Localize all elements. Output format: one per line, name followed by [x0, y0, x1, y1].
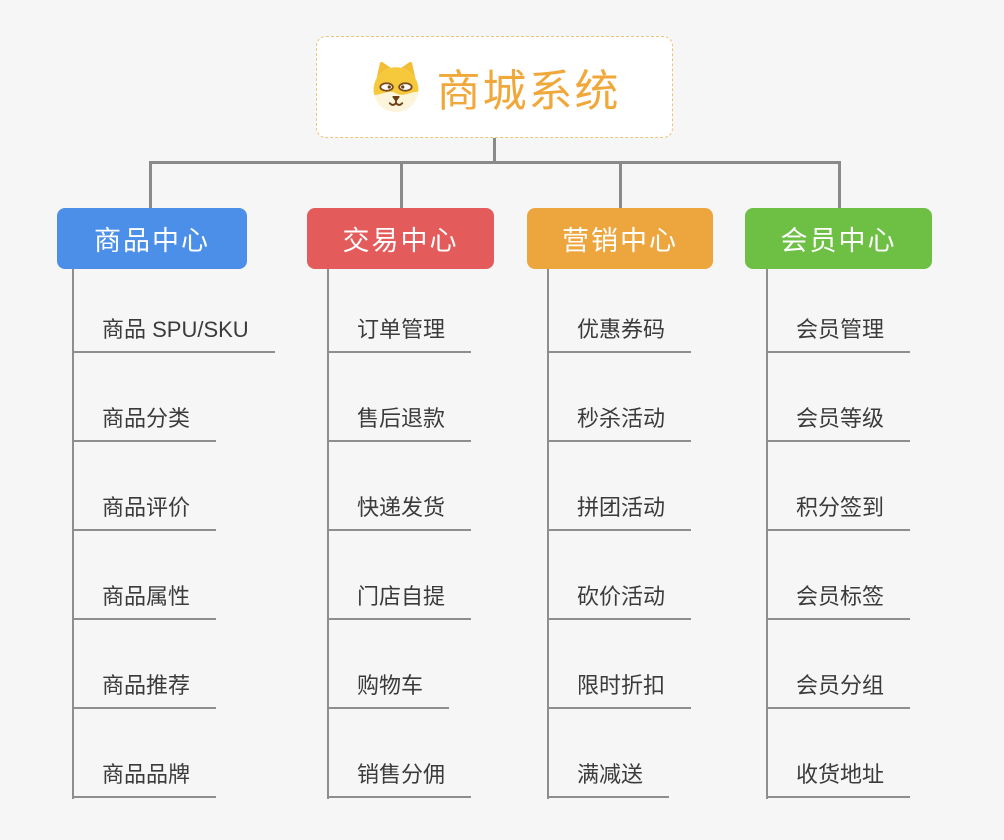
- shiba-dog-icon: [373, 61, 418, 113]
- leaf-node-express-delivery[interactable]: 快递发货: [327, 493, 472, 531]
- branch-node-member-center[interactable]: 会员中心: [745, 208, 932, 269]
- connector-drop-branch-3: [619, 161, 622, 208]
- leaf-node-after-sale-refund[interactable]: 售后退款: [327, 404, 472, 442]
- leaf-node-points-checkin[interactable]: 积分签到: [766, 493, 911, 531]
- connector-horizontal-rail: [149, 161, 841, 164]
- leaf-node-flash-sale[interactable]: 秒杀活动: [547, 404, 692, 442]
- spine-branch-2: [327, 269, 329, 799]
- root-node-title: 商城系统: [436, 67, 621, 116]
- leaf-node-product-spu-sku[interactable]: 商品 SPU/SKU: [72, 315, 275, 353]
- leaf-node-sales-commission[interactable]: 销售分佣: [327, 760, 472, 798]
- leaf-node-product-attr[interactable]: 商品属性: [72, 582, 217, 620]
- leaf-node-shopping-cart[interactable]: 购物车: [327, 671, 450, 709]
- leaf-node-store-pickup[interactable]: 门店自提: [327, 582, 472, 620]
- leaf-node-time-limited-discount[interactable]: 限时折扣: [547, 671, 692, 709]
- connector-drop-branch-2: [400, 161, 403, 208]
- leaf-node-coupon-code[interactable]: 优惠券码: [547, 315, 692, 353]
- leaf-node-bargain-activity[interactable]: 砍价活动: [547, 582, 692, 620]
- connector-root-stub: [493, 138, 496, 162]
- spine-branch-1: [72, 269, 74, 799]
- connector-drop-branch-4: [838, 161, 841, 208]
- leaf-node-product-category[interactable]: 商品分类: [72, 404, 217, 442]
- leaf-node-full-reduction[interactable]: 满减送: [547, 760, 670, 798]
- leaf-node-shipping-address[interactable]: 收货地址: [766, 760, 911, 798]
- spine-branch-4: [766, 269, 768, 799]
- leaf-node-member-level[interactable]: 会员等级: [766, 404, 911, 442]
- connector-drop-branch-1: [149, 161, 152, 208]
- leaf-node-product-recommend[interactable]: 商品推荐: [72, 671, 217, 709]
- spine-branch-3: [547, 269, 549, 799]
- leaf-node-order-management[interactable]: 订单管理: [327, 315, 472, 353]
- leaf-node-product-review[interactable]: 商品评价: [72, 493, 217, 531]
- leaf-node-group-buy[interactable]: 拼团活动: [547, 493, 692, 531]
- leaf-node-member-tag[interactable]: 会员标签: [766, 582, 911, 620]
- branch-node-marketing-center[interactable]: 营销中心: [527, 208, 713, 269]
- root-node-mall-system[interactable]: 商城系统: [316, 36, 673, 138]
- leaf-node-product-brand[interactable]: 商品品牌: [72, 760, 217, 798]
- branch-node-trade-center[interactable]: 交易中心: [307, 208, 494, 269]
- leaf-node-member-group[interactable]: 会员分组: [766, 671, 911, 709]
- leaf-node-member-management[interactable]: 会员管理: [766, 315, 911, 353]
- branch-node-product-center[interactable]: 商品中心: [57, 208, 247, 269]
